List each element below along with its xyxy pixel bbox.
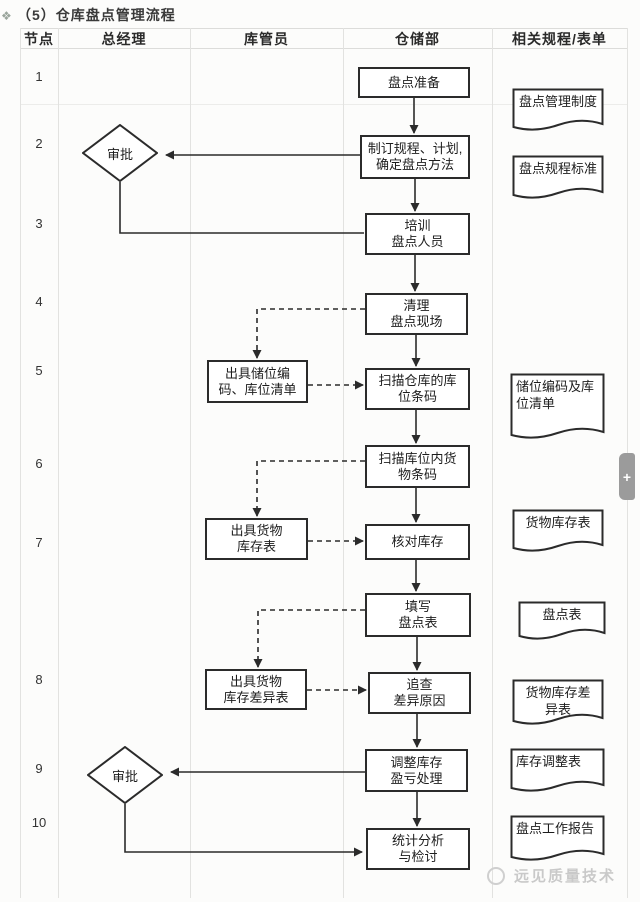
flow-box-trace-diff-label: 追查 差异原因: [393, 677, 446, 708]
flow-box-scan-location-label: 扫描仓库的库 位条码: [378, 373, 457, 404]
grid-line-2: [190, 28, 191, 898]
document-shape-icon: [512, 509, 604, 552]
plus-icon: +: [622, 468, 632, 485]
flow-box-issue-diff-list-label: 出具货物 库存差异表: [223, 673, 289, 705]
doc-inventory-diff-label: 货物库存差 异表: [525, 685, 591, 717]
flow-box-verify-inventory-label: 核对库存: [391, 534, 444, 549]
flow-box-prepare: 盘点准备: [358, 67, 470, 98]
doc-count-sheet-label: 盘点表: [542, 607, 582, 622]
doc-count-sheet: 盘点表: [518, 601, 606, 643]
dashed-arrow-fill-to-issue-diff: [253, 609, 365, 668]
grid-line-4: [492, 28, 493, 898]
title-bullet-icon: ❖: [1, 9, 12, 23]
grid-line-3: [343, 28, 344, 898]
document-shape-icon: [512, 679, 604, 725]
arrow-approve-to-analyze: [124, 804, 363, 857]
node-number-3: 3: [35, 216, 43, 231]
doc-goods-inventory: 货物库存表: [512, 509, 604, 555]
flow-box-clean-site: 清理 盘点现场: [365, 293, 468, 335]
flow-box-make-plan: 制订规程、计划, 确定盘点方法: [360, 135, 470, 179]
flow-box-scan-location: 扫描仓库的库 位条码: [365, 368, 470, 410]
doc-mgmt-system: 盘点管理制度: [512, 88, 604, 134]
connector-approve-to-train: [119, 182, 364, 234]
flow-box-adjust-inventory: 调整库存 盈亏处理: [365, 749, 468, 792]
grid-line-1: [58, 28, 59, 898]
flow-box-trace-diff: 追查 差异原因: [368, 672, 471, 714]
flow-box-analyze-review-label: 统计分析 与检讨: [391, 833, 444, 864]
flow-box-scan-goods: 扫描库位内货 物条码: [365, 445, 470, 488]
decision-approve-adjust: 审批: [87, 746, 163, 804]
document-shape-icon: [510, 373, 605, 439]
flow-box-prepare-label: 盘点准备: [387, 74, 440, 90]
node-number-9: 9: [35, 761, 43, 776]
flow-box-issue-location-list: 出具储位编 码、库位清单: [207, 360, 308, 403]
flow-box-verify-inventory: 核对库存: [365, 524, 470, 560]
node-number-8: 8: [35, 672, 43, 687]
node-number-6: 6: [35, 456, 43, 471]
flow-box-fill-count-sheet: 填写 盘点表: [365, 593, 471, 637]
doc-work-report-label: 盘点工作报告: [516, 821, 595, 836]
document-shape-icon: [518, 601, 606, 640]
doc-procedure-standard: 盘点规程标准: [512, 155, 604, 202]
flow-box-analyze-review: 统计分析 与检讨: [366, 828, 470, 870]
dashed-arrow-scan-goods-to-issue-inventory: [252, 460, 365, 517]
doc-goods-inventory-label: 货物库存表: [525, 515, 591, 530]
doc-location-code-list-label: 储位编码及库 位清单: [516, 379, 595, 411]
flow-box-issue-diff-list: 出具货物 库存差异表: [205, 669, 307, 710]
diamond-shape-icon: [87, 746, 163, 804]
flow-box-clean-site-label: 清理 盘点现场: [390, 298, 443, 329]
column-header-related-docs: 相关规程/表单: [512, 30, 607, 47]
flow-box-fill-count-sheet-label: 填写 盘点表: [398, 599, 438, 630]
document-shape-icon: [510, 748, 605, 792]
row-separator: [20, 104, 627, 105]
decision-approve-adjust-label: 审批: [111, 768, 138, 784]
watermark-logo-icon: [487, 867, 505, 885]
header-top-border: [20, 28, 627, 29]
dashed-arrow-clean-to-issue-location: [252, 308, 365, 359]
node-number-5: 5: [35, 363, 43, 378]
decision-approve-plan: 审批: [82, 124, 158, 182]
watermark-text: 远见质量技术: [514, 868, 617, 885]
column-header-node: 节点: [24, 30, 54, 47]
diamond-shape-icon: [82, 124, 158, 182]
flow-box-train: 培训 盘点人员: [365, 213, 470, 255]
document-shape-icon: [512, 155, 604, 199]
expand-plus-tab[interactable]: +: [619, 453, 635, 500]
grid-line-left: [20, 28, 21, 898]
doc-procedure-standard-label: 盘点规程标准: [518, 161, 597, 176]
node-number-1: 1: [35, 69, 43, 84]
node-number-2: 2: [35, 136, 43, 151]
flow-box-issue-location-list-label: 出具储位编 码、库位清单: [218, 365, 297, 397]
page-title: （5）仓库盘点管理流程: [17, 7, 176, 23]
doc-adjust-form-label: 库存调整表: [516, 754, 582, 769]
doc-adjust-form: 库存调整表: [510, 748, 605, 795]
doc-mgmt-system-label: 盘点管理制度: [518, 94, 597, 109]
document-shape-icon: [512, 88, 604, 131]
node-number-7: 7: [35, 535, 43, 550]
column-header-warehouse-dept: 仓储部: [395, 30, 440, 47]
flow-box-scan-goods-label: 扫描库位内货 物条码: [378, 450, 457, 482]
doc-location-code-list: 储位编码及库 位清单: [510, 373, 605, 442]
header-bottom-border: [20, 48, 627, 49]
node-number-4: 4: [35, 294, 43, 309]
column-header-general-manager: 总经理: [101, 30, 147, 47]
column-header-warehouse-keeper: 库管员: [244, 30, 289, 47]
document-shape-icon: [510, 815, 605, 861]
doc-work-report: 盘点工作报告: [510, 815, 605, 864]
node-number-10: 10: [31, 815, 47, 830]
flow-box-train-label: 培训 盘点人员: [391, 218, 444, 249]
doc-inventory-diff: 货物库存差 异表: [512, 679, 604, 728]
flow-box-make-plan-label: 制订规程、计划, 确定盘点方法: [367, 141, 463, 172]
flow-box-issue-inventory-list-label: 出具货物 库存表: [230, 523, 283, 554]
decision-approve-plan-label: 审批: [106, 146, 133, 162]
flow-box-adjust-inventory-label: 调整库存 盈亏处理: [390, 754, 443, 786]
flow-box-issue-inventory-list: 出具货物 库存表: [205, 518, 308, 560]
